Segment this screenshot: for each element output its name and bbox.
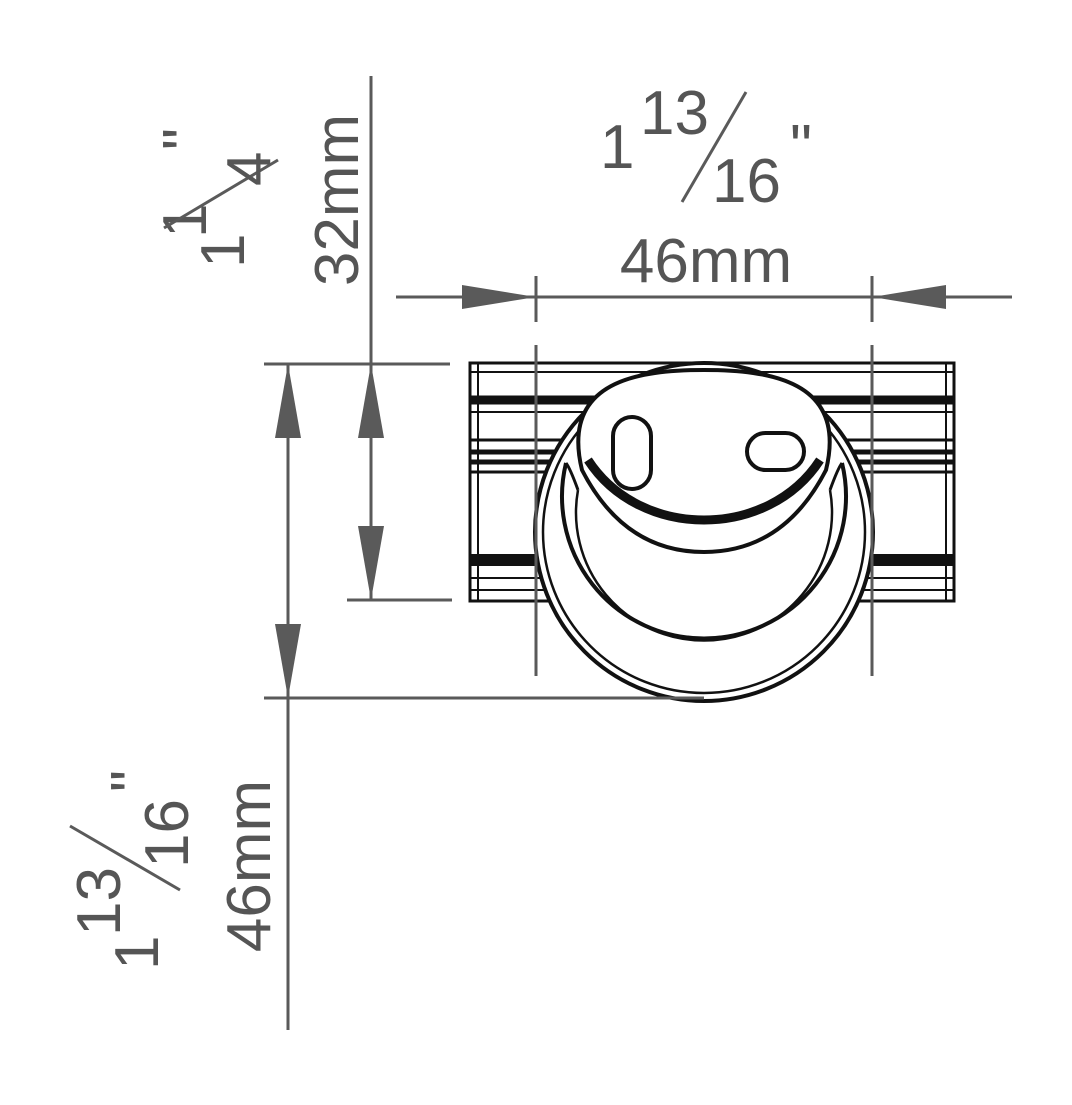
- top-dim-denominator: 16: [712, 147, 781, 216]
- vertical-slot: [611, 415, 653, 491]
- bottom-dim-numerator: 13: [65, 867, 134, 936]
- left-dim-inch-mark: ": [151, 128, 220, 150]
- bottom-dim-metric: 46mm: [215, 780, 284, 952]
- arrow-up-icon: [358, 364, 384, 438]
- part-drawing: [468, 361, 956, 703]
- top-dim-numerator: 13: [640, 79, 709, 148]
- crescent-recess: [560, 462, 848, 641]
- top-dim-inch-mark: ": [790, 113, 812, 182]
- left-height-dimension: 32mm 1 1 4 ": [151, 76, 452, 602]
- bottom-dim-whole: 1: [103, 936, 172, 970]
- top-dim-fraction-slash: [680, 91, 748, 203]
- left-dim-whole: 1: [189, 234, 258, 268]
- top-width-dimension: 1 13 16 " 46mm: [396, 79, 1012, 676]
- arrow-up-icon: [275, 364, 301, 438]
- arrow-left-icon: [872, 285, 946, 309]
- horizontal-slot: [745, 431, 806, 472]
- left-dim-fraction-slash: [163, 158, 279, 230]
- arrow-right-icon: [462, 285, 536, 309]
- left-dim-numerator: 1: [151, 204, 220, 238]
- top-dim-metric: 46mm: [620, 227, 792, 296]
- bottom-dim-inch-mark: ": [99, 770, 168, 792]
- top-dim-whole: 1: [600, 113, 634, 182]
- left-dim-metric: 32mm: [303, 114, 372, 286]
- bottom-dim-fraction-slash: [69, 824, 181, 892]
- arrow-down-icon: [275, 624, 301, 698]
- full-height-dimension: 46mm 1 13 16 ": [65, 362, 704, 1030]
- round-fitting: [533, 361, 875, 703]
- arrow-down-icon: [358, 526, 384, 600]
- left-dim-denominator: 4: [215, 152, 284, 186]
- bottom-dim-denominator: 16: [133, 799, 202, 868]
